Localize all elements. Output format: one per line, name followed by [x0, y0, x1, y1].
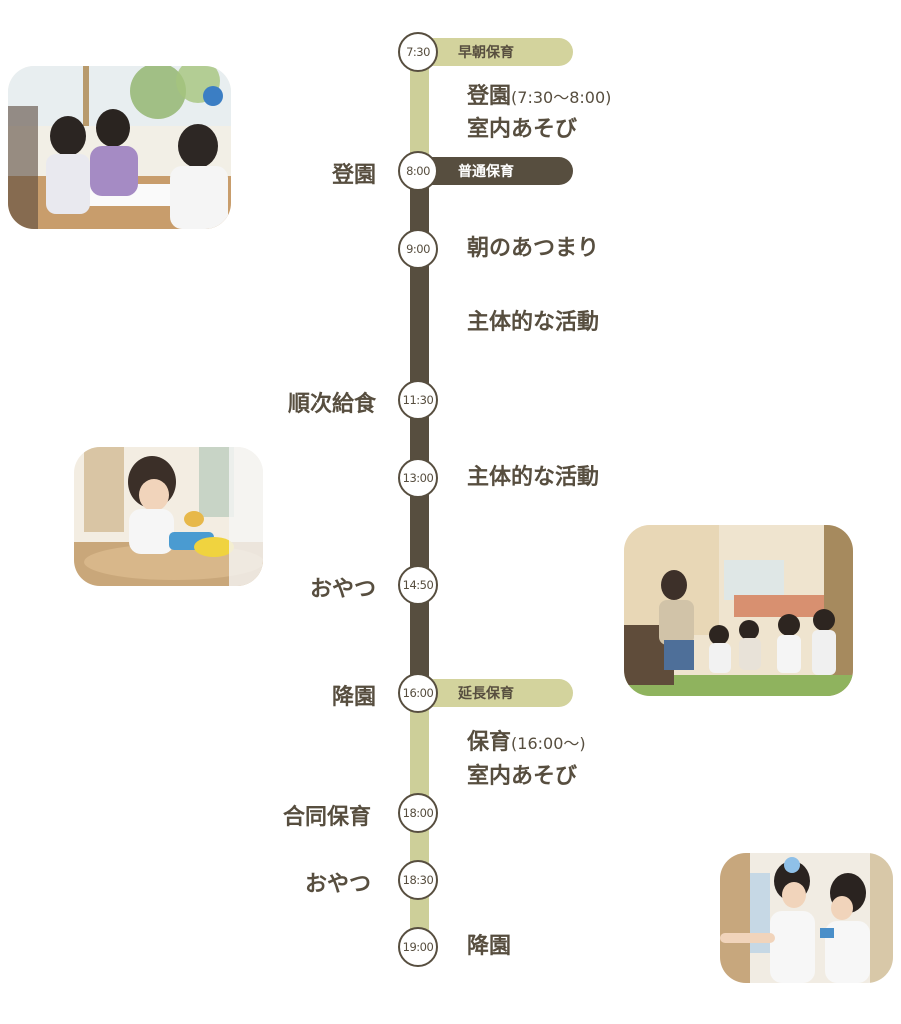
time-label: 8:00 — [406, 164, 430, 178]
arrival-line-label: 登園 — [467, 84, 512, 109]
arrival-left-label: 登園 — [331, 163, 376, 188]
indoor-play-entry-1: 室内あそび — [467, 117, 578, 142]
time-node-0730: 7:30 — [398, 32, 438, 72]
time-node-1130: 11:30 — [398, 380, 438, 420]
time-label: 9:00 — [406, 242, 430, 256]
indoor-play-entry-2: 室内あそび — [467, 764, 578, 789]
final-departure-entry: 降園 — [467, 934, 512, 959]
time-node-1450: 14:50 — [398, 565, 438, 605]
early-care-pill: 早朝保育 — [430, 38, 573, 66]
activity-entry-2: 主体的な活動 — [467, 465, 600, 490]
time-node-1300: 13:00 — [398, 458, 438, 498]
joint-care-left-label: 合同保育 — [282, 805, 371, 830]
activity-entry-1: 主体的な活動 — [467, 310, 600, 335]
time-node-1900: 19:00 — [398, 927, 438, 967]
children-playing-photo — [720, 853, 893, 983]
extended-care-label: 延長保育 — [458, 686, 514, 702]
time-label: 19:00 — [402, 940, 434, 954]
children-drawing-photo — [8, 66, 231, 229]
snack-left-label-1: おやつ — [309, 577, 376, 602]
time-node-0800: 8:00 — [398, 151, 438, 191]
time-label: 18:00 — [402, 806, 434, 820]
time-label: 18:30 — [402, 873, 434, 887]
timeline-normal-segment — [410, 170, 429, 692]
care-line-label: 保育 — [467, 730, 512, 755]
snack-left-label-2: おやつ — [304, 872, 371, 897]
child-eating-photo — [74, 447, 263, 586]
time-label: 16:00 — [402, 686, 434, 700]
departure-left-label: 降園 — [331, 685, 376, 710]
time-node-1600: 16:00 — [398, 673, 438, 713]
time-node-0900: 9:00 — [398, 229, 438, 269]
care-time-range: (16:00〜) — [511, 734, 586, 753]
arrival-entry: 登園(7:30〜8:00) — [467, 80, 611, 115]
time-node-1830: 18:30 — [398, 860, 438, 900]
time-label: 7:30 — [406, 45, 430, 59]
time-label: 14:50 — [402, 578, 434, 592]
timeline-early-segment — [410, 52, 429, 170]
normal-care-pill: 普通保育 — [430, 157, 573, 185]
time-label: 11:30 — [402, 393, 434, 407]
arrival-time-range: (7:30〜8:00) — [511, 88, 612, 107]
lunch-left-label: 順次給食 — [287, 392, 376, 417]
early-care-label: 早朝保育 — [458, 45, 514, 61]
morning-gathering-entry: 朝のあつまり — [467, 236, 600, 261]
children-reading-photo — [624, 525, 853, 696]
time-label: 13:00 — [402, 471, 434, 485]
care-entry: 保育(16:00〜) — [467, 726, 586, 761]
normal-care-label: 普通保育 — [458, 164, 514, 180]
time-node-1800: 18:00 — [398, 793, 438, 833]
extended-care-pill: 延長保育 — [430, 679, 573, 707]
